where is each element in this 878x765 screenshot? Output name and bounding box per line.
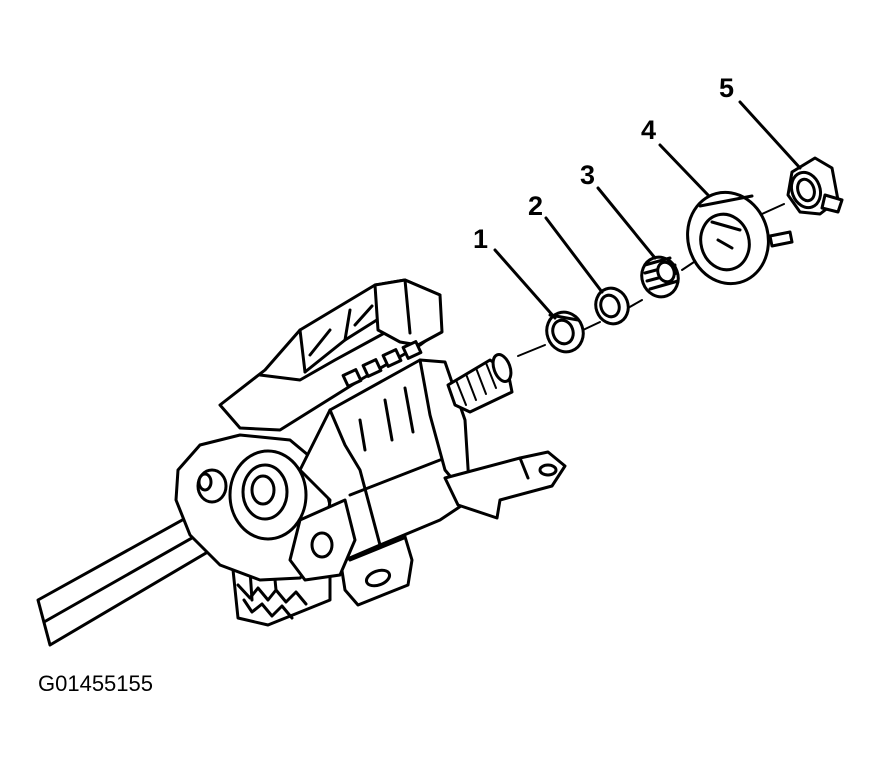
column-housing <box>174 278 567 582</box>
part-3-spring <box>640 255 680 299</box>
part-2-washer <box>594 286 630 326</box>
callout-5-label: 5 <box>719 73 734 103</box>
callout-4-label: 4 <box>641 115 656 145</box>
part-1-ring <box>545 310 585 354</box>
splined-shaft-end <box>446 353 514 414</box>
part-5-retainer <box>786 156 844 216</box>
callout-2-label: 2 <box>528 191 543 221</box>
figure-id-label: G01455155 <box>38 671 153 696</box>
leader-lines <box>493 100 802 320</box>
part-4-disc <box>686 190 794 286</box>
callout-3-label: 3 <box>580 160 595 190</box>
callout-1-label: 1 <box>473 224 488 254</box>
